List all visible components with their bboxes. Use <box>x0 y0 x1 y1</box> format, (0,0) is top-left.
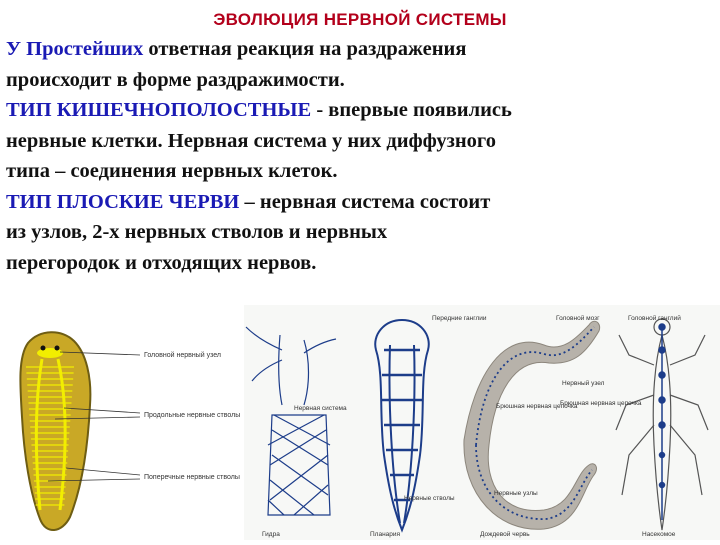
caption-planaria: Планария <box>370 531 401 538</box>
earthworm-body <box>464 321 600 529</box>
label-insect-chain: Брюшная нервная цепочка <box>560 400 642 407</box>
protozoa-term: У Простейших <box>6 38 143 60</box>
label-longitudinal-trunks: Продольные нервные стволы <box>144 412 240 419</box>
comparative-diagram: Передние ганглии Нервная система Нервные… <box>244 305 720 540</box>
text-line: перегородок и отходящих нервов. <box>6 248 716 279</box>
text-line: У Простейших ответная реакция на раздраж… <box>6 34 716 65</box>
label-worm-nodes: Нервные узлы <box>494 490 538 497</box>
label-insect-ganglion: Головной ганглий <box>628 314 681 322</box>
label-planaria-trunks: Нервные стволы <box>404 495 455 502</box>
text-line: из узлов, 2-х нервных стволов и нервных <box>6 217 716 248</box>
text-span: - впервые появились <box>311 99 512 121</box>
label-head-ganglion: Головной нервный узел <box>144 351 221 359</box>
text-span: ответная реакция на раздражения <box>143 38 466 60</box>
caption-insect: Насекомое <box>642 531 676 538</box>
cnidaria-term: ТИП КИШЕЧНОПОЛОСТНЫЕ <box>6 99 311 121</box>
insect-nervous-system <box>659 324 665 520</box>
slide-title: ЭВОЛЮЦИЯ НЕРВНОЙ СИСТЕМЫ <box>0 10 720 30</box>
body-text: У Простейших ответная реакция на раздраж… <box>6 34 716 278</box>
text-line: нервные клетки. Нервная система у них ди… <box>6 126 716 157</box>
label-insect-cord: Нервный узел <box>562 379 605 387</box>
hydra-illustration <box>246 327 336 515</box>
label-hydra-net: Нервная система <box>294 405 347 412</box>
planarian-diagram: Головной нервный узел Продольные нервные… <box>0 305 244 540</box>
comparative-figure: Передние ганглии Нервная система Нервные… <box>244 305 720 540</box>
text-line: происходит в форме раздражимости. <box>6 65 716 96</box>
caption-earthworm: Дождевой червь <box>480 530 530 538</box>
flatworm-term: ТИП ПЛОСКИЕ ЧЕРВИ <box>6 191 239 213</box>
text-span: – нервная система состоит <box>239 191 490 213</box>
planarian-body <box>20 332 90 530</box>
text-line: ТИП КИШЕЧНОПОЛОСТНЫЕ - впервые появились <box>6 95 716 126</box>
text-line: ТИП ПЛОСКИЕ ЧЕРВИ – нервная система сост… <box>6 187 716 218</box>
label-insect-top: Головной мозг <box>556 314 600 322</box>
label-planaria-ganglia: Передние ганглии <box>432 315 487 322</box>
caption-hydra: Гидра <box>262 531 280 538</box>
text-line: типа – соединения нервных клеток. <box>6 156 716 187</box>
head-ganglion <box>37 348 63 358</box>
label-transverse-trunks: Поперечные нервные стволы <box>144 474 240 481</box>
planarian-figure: Головной нервный узел Продольные нервные… <box>0 305 244 540</box>
